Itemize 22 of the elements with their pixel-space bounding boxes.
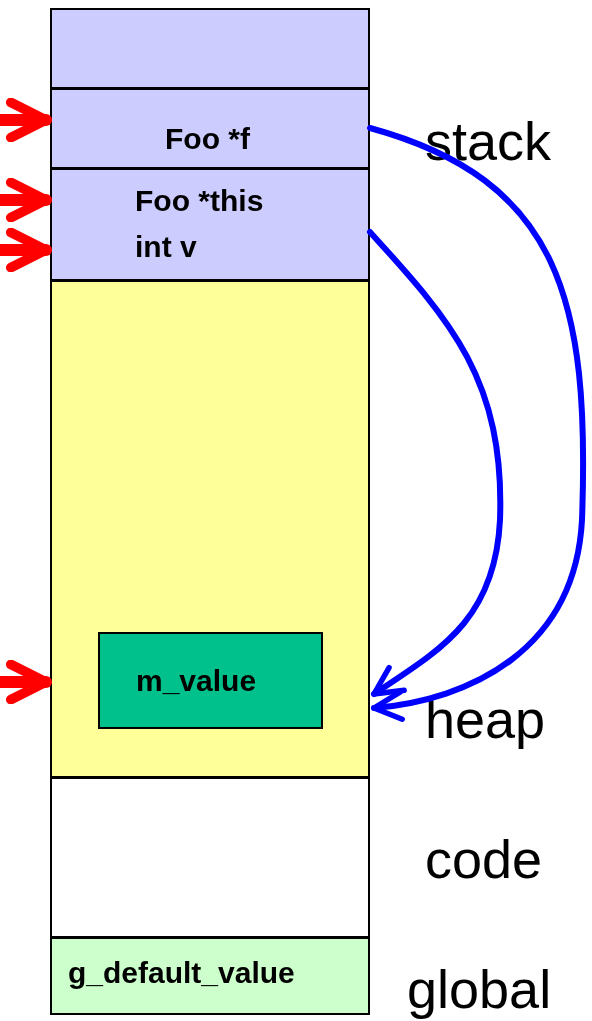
memory-block bbox=[50, 8, 370, 89]
arrow bbox=[0, 97, 52, 143]
object-box bbox=[98, 632, 323, 729]
variable-name: Foo *this bbox=[135, 184, 264, 218]
variable-name: int v bbox=[135, 230, 197, 264]
arrow bbox=[0, 227, 52, 273]
memory-block bbox=[50, 280, 370, 778]
segment-label: stack bbox=[425, 110, 552, 172]
arrow bbox=[0, 177, 52, 223]
memory-block bbox=[50, 777, 370, 938]
memory-block bbox=[50, 168, 370, 281]
segment-label: heap bbox=[425, 688, 546, 750]
arrow bbox=[367, 229, 503, 697]
arrow bbox=[0, 659, 52, 705]
segment-label: global bbox=[407, 958, 552, 1020]
segment-label: code bbox=[425, 828, 543, 890]
memory-block bbox=[50, 937, 370, 1015]
arrow bbox=[367, 125, 587, 721]
variable-name: g_default_value bbox=[68, 956, 295, 990]
variable-name: Foo *f bbox=[165, 122, 250, 156]
variable-name: m_value bbox=[136, 664, 257, 698]
memory-block bbox=[50, 88, 370, 169]
